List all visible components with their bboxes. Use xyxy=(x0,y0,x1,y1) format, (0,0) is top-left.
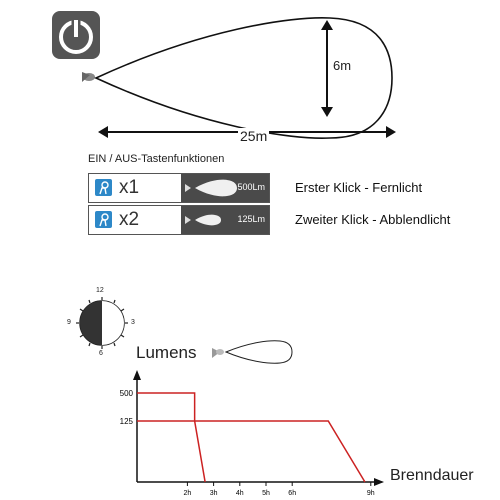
x-tick-label: 5h xyxy=(262,490,270,497)
beam-shape xyxy=(94,17,393,139)
multiplier-label: x2 xyxy=(119,209,140,230)
x-tick-label: 4h xyxy=(236,490,244,497)
x-tick-label: 6h xyxy=(288,490,296,497)
x-tick-label: 2h xyxy=(184,490,192,497)
chart-beam-icon xyxy=(210,338,300,366)
function-description-2: Zweiter Klick - Abblendlicht xyxy=(295,212,451,227)
lumen-label: 125Lm xyxy=(237,214,265,224)
lumen-label: 500Lm xyxy=(237,182,265,192)
chart-xlabel: Brenndauer xyxy=(390,467,474,484)
beam-height-label: 6m xyxy=(333,58,352,73)
clock-label-6: 6 xyxy=(99,350,103,357)
y-axis-arrow xyxy=(133,370,141,380)
flashlight-icon xyxy=(185,216,191,224)
button-press-icon xyxy=(95,211,112,228)
beam-shape xyxy=(195,214,221,226)
functions-title: EIN / AUS-Tastenfunktionen xyxy=(88,153,225,165)
y-tick-label: 500 xyxy=(120,389,134,398)
function-row-1: x1 500Lm xyxy=(88,173,270,203)
function-description-1: Erster Klick - Fernlicht xyxy=(295,180,423,195)
flashlight-icon xyxy=(82,72,95,82)
y-tick-label: 125 xyxy=(120,417,134,426)
beam-shape xyxy=(195,179,237,197)
beam-preview: 500Lm xyxy=(181,174,269,202)
beam-preview: 125Lm xyxy=(181,206,269,234)
button-press-icon xyxy=(95,179,112,196)
x-tick-label: 3h xyxy=(210,490,218,497)
clock-label-12: 12 xyxy=(96,287,104,294)
clock-label-9: 9 xyxy=(67,319,71,326)
power-icon xyxy=(52,11,100,59)
series-line-2 xyxy=(137,420,366,483)
beam-length-label: 25m xyxy=(238,128,270,144)
height-arrow xyxy=(321,20,333,117)
series-line-1 xyxy=(137,392,206,483)
function-row-2: x2 125Lm xyxy=(88,205,270,235)
clock-label-3: 3 xyxy=(131,319,135,326)
flashlight-icon xyxy=(212,348,224,358)
chart-ylabel: Lumens xyxy=(136,343,197,362)
beam-shape xyxy=(224,340,293,364)
x-axis-arrow xyxy=(374,478,384,486)
x-tick-label: 9h xyxy=(367,490,375,497)
multiplier-label: x1 xyxy=(119,177,140,198)
beam-diagram: 6m 25m xyxy=(0,0,500,150)
clock-icon: 12 3 6 9 xyxy=(67,287,140,358)
flashlight-icon xyxy=(185,184,191,192)
